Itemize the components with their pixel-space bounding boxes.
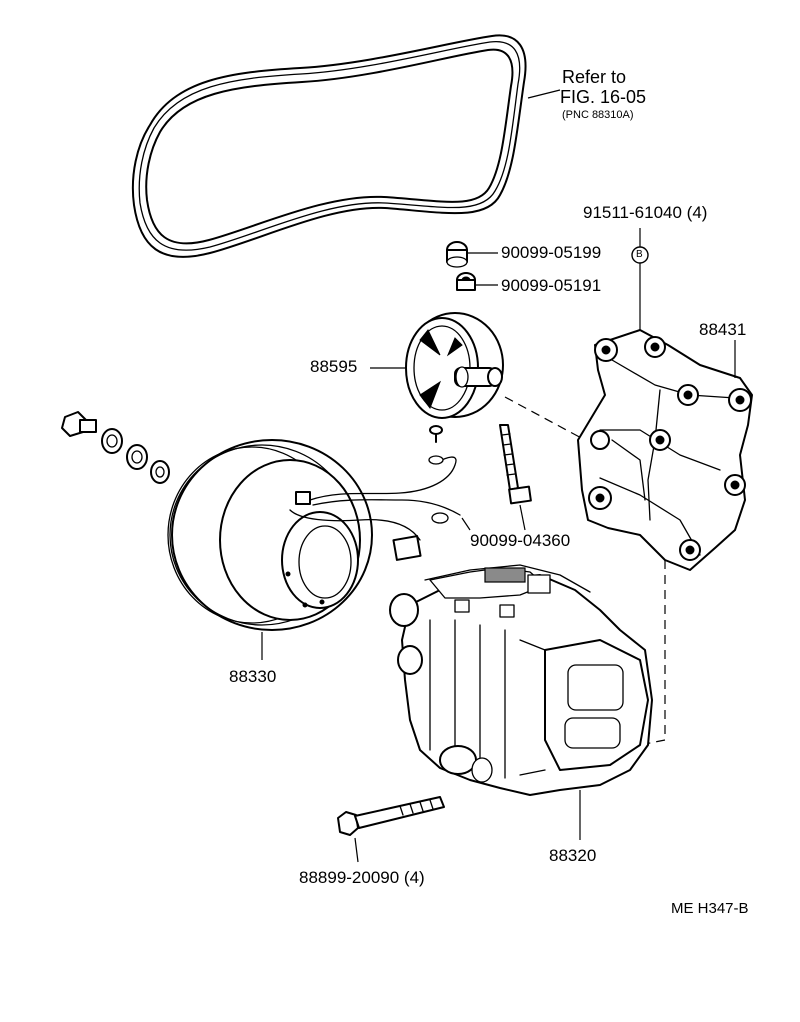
- clutch-label: 88330: [229, 667, 277, 686]
- small-screw: [429, 425, 443, 443]
- circle-b-letter: B: [636, 249, 643, 260]
- stud-bolt-label: 90099-04360: [470, 531, 571, 550]
- stud-bolt-90099-04360: [499, 424, 532, 531]
- compressor-88320: [389, 564, 653, 840]
- plug-2-label: 90099-05191: [501, 276, 602, 295]
- bolt-b-marker: [631, 228, 649, 340]
- idler-pulley-88595: [370, 312, 504, 419]
- refer-label-line1: Refer to: [562, 67, 627, 87]
- plug-1-label: 90099-05199: [501, 243, 602, 262]
- v-belt: [131, 34, 527, 258]
- align-line-1: [504, 396, 586, 441]
- plug-90099-05199: [446, 241, 498, 268]
- bolt-label: 88899-20090 (4): [299, 868, 425, 887]
- refer-label-line3: (PNC 88310A): [562, 109, 634, 121]
- washers: [101, 428, 170, 484]
- bolt-b-label: 91511-61040 (4): [583, 203, 708, 222]
- bracket-88431: [577, 329, 753, 571]
- figure-code: ME H347-B: [671, 900, 749, 917]
- magnetic-clutch-88330: [167, 439, 373, 660]
- clutch-wiring: [289, 455, 471, 561]
- compressor-label: 88320: [549, 846, 597, 865]
- refer-label-line2: FIG. 16-05: [560, 87, 647, 107]
- plug-90099-05191: [456, 272, 498, 291]
- clutch-bolt: [61, 411, 97, 437]
- bracket-label: 88431: [699, 320, 747, 339]
- idler-pulley-label: 88595: [310, 357, 358, 376]
- bolt-88899-20090: [337, 796, 445, 863]
- refer-leader: [527, 89, 561, 99]
